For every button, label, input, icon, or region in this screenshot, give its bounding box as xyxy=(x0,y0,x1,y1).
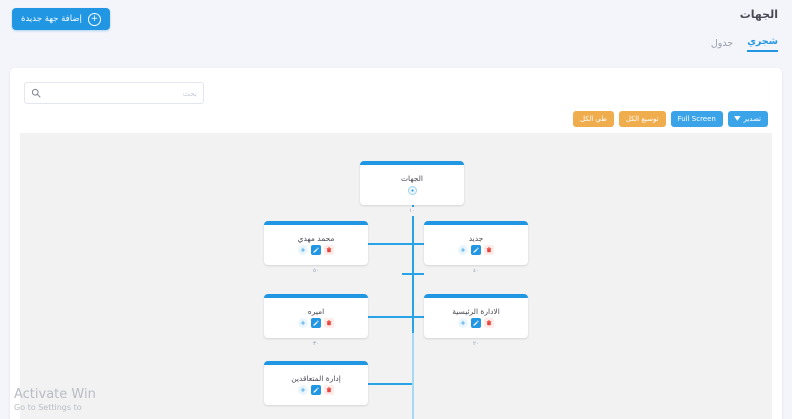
collapse-toggle-icon[interactable] xyxy=(407,185,417,195)
add-entity-button-label: إضافة جهة جديدة xyxy=(21,14,82,24)
tab-table-label: جدول xyxy=(710,38,734,49)
search-input[interactable] xyxy=(47,88,203,98)
tree-toolbar: طي الكل توسيع الكل Full Screen تصدير ▼ xyxy=(572,111,768,127)
plus-icon[interactable] xyxy=(458,318,468,329)
plus-icon[interactable] xyxy=(298,318,308,329)
tree-node-amira[interactable]: اميره ٣٠ xyxy=(264,294,368,349)
trash-icon[interactable] xyxy=(324,385,334,396)
top-bar: الجهات شجري جدول + إضافة جهة جديدة xyxy=(0,0,792,60)
search-box[interactable] xyxy=(24,82,204,104)
trash-icon[interactable] xyxy=(484,318,494,329)
tree-node-actions xyxy=(458,245,494,256)
tree-node-label: الادارة الرئيسية xyxy=(452,306,500,316)
tab-tree[interactable]: شجري xyxy=(747,36,778,52)
tree-node-badge: ٥٠ xyxy=(310,267,322,276)
pencil-icon[interactable] xyxy=(311,245,321,256)
tree-node-root[interactable]: الجهات ١٠ xyxy=(360,161,464,216)
collapse-all-label: طي الكل xyxy=(579,114,607,123)
trash-icon[interactable] xyxy=(324,318,334,329)
full-screen-button[interactable]: Full Screen xyxy=(670,111,723,127)
chevron-down-icon: ▼ xyxy=(733,115,741,122)
stub-line-row1-mid xyxy=(402,273,424,275)
plus-circle-icon: + xyxy=(87,12,101,26)
tree-node-root-badge: ١٠ xyxy=(406,207,418,216)
export-button[interactable]: تصدير ▼ xyxy=(727,111,768,127)
tab-table[interactable]: جدول xyxy=(711,38,733,52)
tab-tree-label: شجري xyxy=(747,36,778,47)
tree-node-badge: ٣٠ xyxy=(310,340,322,349)
tree-node-actions xyxy=(298,385,334,396)
tree-node-label: إدارة المتعاقدين xyxy=(291,373,341,383)
pencil-icon[interactable] xyxy=(471,245,481,256)
trunk-line-vertical-lower xyxy=(412,333,414,419)
tree-node-badge: ٢٠ xyxy=(470,340,482,349)
trash-icon[interactable] xyxy=(484,245,494,256)
trash-icon[interactable] xyxy=(324,245,334,256)
tree-node-label: محمد مهدي xyxy=(297,233,335,243)
tree-node-actions xyxy=(458,318,494,329)
trunk-line-vertical xyxy=(412,205,414,419)
tree-node-actions xyxy=(298,318,334,329)
tree-node-root-label: الجهات xyxy=(401,174,424,184)
collapse-all-button[interactable]: طي الكل xyxy=(572,111,614,127)
pencil-icon[interactable] xyxy=(471,318,481,329)
tree-node-label: اميره xyxy=(307,306,325,316)
main-card: طي الكل توسيع الكل Full Screen تصدير ▼ ا… xyxy=(10,68,782,419)
page-title: الجهات xyxy=(739,8,778,21)
pencil-icon[interactable] xyxy=(311,385,321,396)
tree-node-main-administration[interactable]: الادارة الرئيسية ٢٠ xyxy=(424,294,528,349)
tree-node-badge: ٤٠ xyxy=(470,267,482,276)
tree-node-label: جديد xyxy=(468,233,484,243)
tree-node-actions xyxy=(298,245,334,256)
expand-all-button[interactable]: توسيع الكل xyxy=(618,111,666,127)
tree-node-contractors-management[interactable]: إدارة المتعاقدين xyxy=(264,361,368,405)
plus-icon[interactable] xyxy=(298,245,308,256)
full-screen-label: Full Screen xyxy=(677,114,716,123)
tree-node-mohammed-mahdi[interactable]: محمد مهدي ٥٠ xyxy=(264,221,368,276)
view-tabs: شجري جدول xyxy=(711,36,778,52)
org-tree-canvas[interactable]: الجهات ١٠ محمد مهدي ٥٠ xyxy=(20,133,772,419)
search-icon xyxy=(25,88,47,98)
pencil-icon[interactable] xyxy=(311,318,321,329)
export-label: تصدير xyxy=(743,114,761,123)
plus-icon[interactable] xyxy=(298,385,308,396)
add-entity-button[interactable]: + إضافة جهة جديدة xyxy=(12,8,110,30)
tree-node-jadeed[interactable]: جديد ٤٠ xyxy=(424,221,528,276)
expand-all-label: توسيع الكل xyxy=(625,114,659,123)
plus-icon[interactable] xyxy=(458,245,468,256)
